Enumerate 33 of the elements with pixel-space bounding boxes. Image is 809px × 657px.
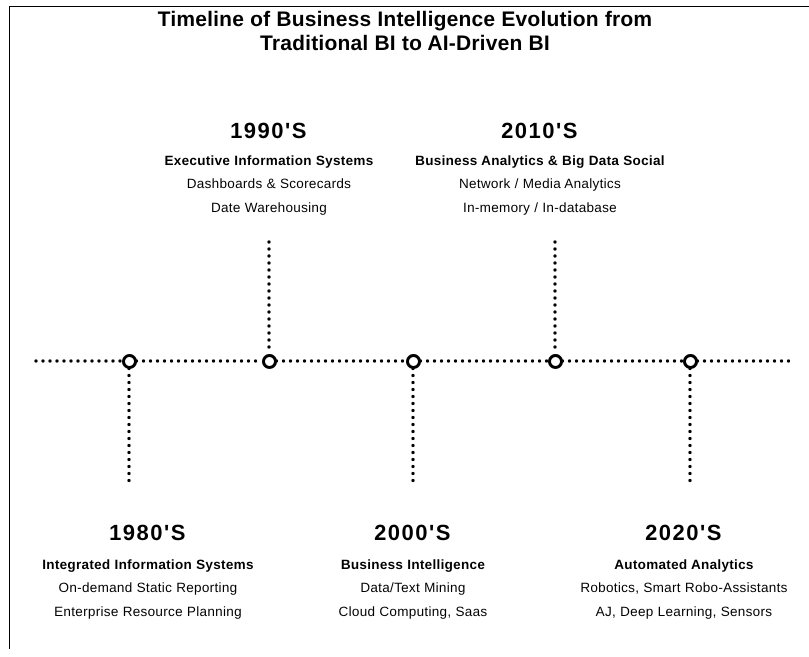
era-item: Enterprise Resource Planning <box>54 603 242 621</box>
decade-label: 2010'S <box>501 118 579 144</box>
circle-marker <box>262 354 276 368</box>
era-heading: Integrated Information Systems <box>42 556 254 574</box>
dotted-connector <box>418 359 550 363</box>
era-heading: Business Analytics & Big Data Social <box>415 152 665 170</box>
circle-marker <box>122 354 136 368</box>
circle-marker <box>548 354 562 368</box>
era-item: Cloud Computing, Saas <box>338 603 488 621</box>
decade-label: 1980'S <box>109 520 187 546</box>
dotted-connector <box>696 359 792 363</box>
era-item: On-demand Static Reporting <box>58 579 238 597</box>
era-item: AJ, Deep Learning, Sensors <box>596 603 772 621</box>
dotted-connector <box>411 366 415 484</box>
decade-label: 1990'S <box>230 118 308 144</box>
era-item: Robotics, Smart Robo-Assistants <box>580 579 788 597</box>
dotted-connector <box>34 359 124 363</box>
decade-label: 2020'S <box>645 520 723 546</box>
circle-marker <box>406 354 420 368</box>
era-item: Data/Text Mining <box>360 579 466 597</box>
decade-label: 2000'S <box>374 520 452 546</box>
circle-marker <box>682 354 698 368</box>
era-heading: Executive Information Systems <box>164 152 374 170</box>
era-heading: Business Intelligence <box>340 556 486 574</box>
era-item: In-memory / In-database <box>463 199 617 217</box>
dotted-connector <box>127 366 131 484</box>
era-item: Date Warehousing <box>210 199 328 217</box>
dotted-connector <box>560 359 684 363</box>
era-item: Network / Media Analytics <box>458 175 622 193</box>
diagram-title: Timeline of Business Intelligence Evolution from Traditional BI to AI-Driven BI <box>156 8 654 56</box>
era-item: Dashboards & Scorecards <box>186 175 352 193</box>
dotted-connector <box>688 366 692 484</box>
era-heading: Automated Analytics <box>614 556 754 574</box>
